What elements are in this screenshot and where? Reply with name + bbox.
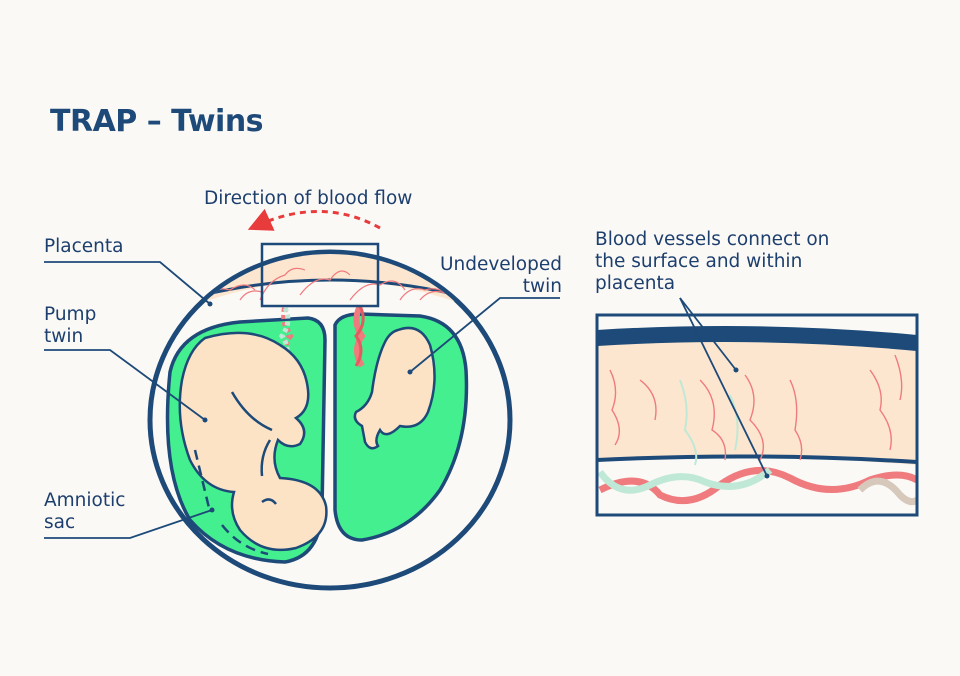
- pump-twin-label: Pump twin: [44, 304, 97, 347]
- undeveloped-twin-label: Undeveloped twin: [439, 254, 562, 297]
- pump-twin: [178, 331, 328, 552]
- direction-of-blood-flow-label: Direction of blood flow: [204, 188, 413, 209]
- page-title: TRAP – Twins: [50, 104, 264, 139]
- blood-vessels-label: Blood vessels connect on the surface and…: [595, 229, 830, 294]
- zoom-focus-box: [260, 242, 380, 308]
- amniotic-sac-label: Amniotic sac: [44, 490, 126, 533]
- leader-dots: [202, 301, 770, 513]
- undeveloped-twin: [353, 326, 436, 450]
- blood-flow-arrow: [247, 208, 381, 231]
- placenta-label: Placenta: [44, 236, 124, 257]
- placenta-zoom-inset: [595, 313, 919, 517]
- leader-lines: [44, 261, 768, 539]
